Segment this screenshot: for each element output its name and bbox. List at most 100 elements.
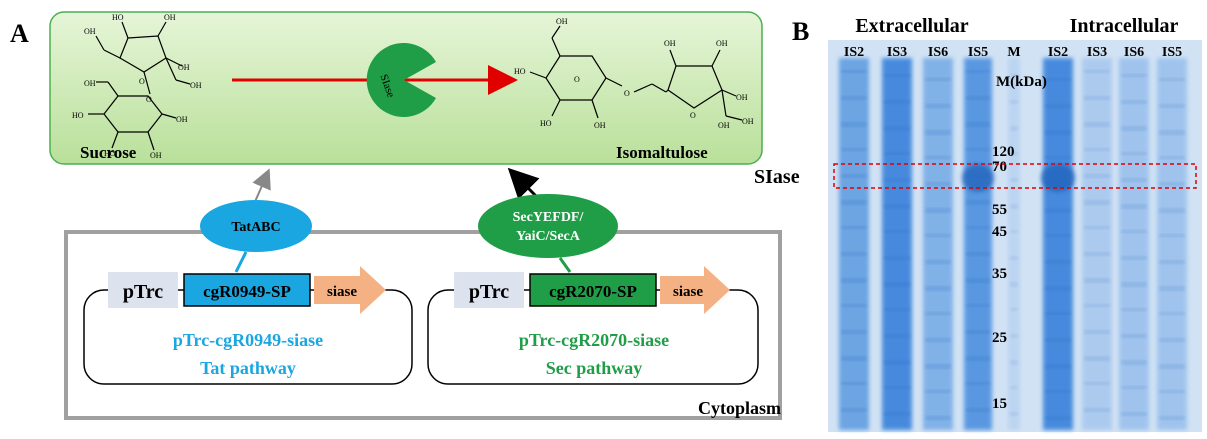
plasmid-right-signal: cgR2070-SP [549, 282, 637, 301]
isomaltulose-label: Isomaltulose [616, 143, 708, 162]
lane-label-1: IS2 [844, 45, 864, 60]
gel-band [966, 278, 990, 283]
gel-band [841, 408, 867, 412]
plasmid-left-name: pTrc-cgR0949-siase [173, 330, 323, 350]
sucrose-oh-3: OH [84, 27, 96, 36]
gel-band [1121, 334, 1147, 338]
gel-band [884, 308, 910, 311]
gel-band [925, 338, 951, 342]
gel-lane-5 [1008, 58, 1020, 430]
gel-band [841, 200, 867, 205]
plasmid-left-gene: siase [327, 284, 357, 300]
iso-oh-4: OH [594, 121, 606, 130]
iso-oh-9: OH [742, 117, 754, 126]
gel-band [925, 260, 951, 264]
lane-label-5: M [1007, 45, 1020, 60]
gel-band [884, 256, 910, 260]
gel-band [1159, 286, 1185, 291]
gel-band [1121, 256, 1147, 260]
gel-band [1121, 230, 1147, 233]
gel-band [1121, 126, 1147, 131]
sucrose-oh-6: OH [84, 79, 96, 88]
gel-band [1121, 308, 1147, 311]
gel-band [1010, 126, 1018, 131]
gel-band [884, 334, 910, 338]
gel-band [925, 364, 951, 369]
cytoplasm-label: Cytoplasm [698, 398, 781, 418]
gel-band [1084, 70, 1110, 73]
gel-band [1045, 78, 1071, 81]
iso-ring-o-3: O [690, 111, 696, 120]
gel-band [1045, 390, 1071, 393]
gel-band [1045, 312, 1071, 315]
sucrose-label: Sucrose [80, 143, 137, 162]
gel-band [841, 148, 867, 151]
gel-band [966, 122, 990, 127]
plasmid-right-name: pTrc-cgR2070-siase [519, 330, 669, 350]
iso-oh-6: OH [716, 39, 728, 48]
gel-band [1159, 208, 1185, 213]
sucrose-ring-o-1: O [139, 77, 145, 86]
gel-band [1010, 412, 1018, 416]
gel-band [1010, 152, 1018, 155]
gel-band [884, 230, 910, 233]
gel-lane-2 [882, 58, 912, 430]
gel-band [1010, 74, 1018, 77]
gel-band [966, 148, 990, 151]
gel-band [925, 312, 951, 315]
tatabc-transporter [200, 200, 312, 252]
gel-band [884, 100, 910, 104]
marker-label-120: 120 [992, 144, 1015, 160]
gel-band [1010, 230, 1018, 233]
siase-band-6 [1041, 164, 1075, 192]
gel-band [925, 390, 951, 393]
tatabc-label: TatABC [231, 220, 280, 235]
plasmid-right-pathway: Sec pathway [546, 358, 643, 378]
sec-label-line1: SecYEFDF/ [513, 210, 585, 225]
sucrose-oh-2: OH [164, 13, 176, 22]
gel-band [1045, 130, 1071, 135]
gel-band [884, 386, 910, 389]
gel-band [1045, 104, 1071, 108]
plasmid-left-signal-box [183, 273, 311, 307]
gel-band [1159, 260, 1185, 264]
gel-band [1084, 408, 1110, 412]
gel-band [1159, 312, 1185, 315]
sec-label-line2: YaiC/SecA [516, 229, 581, 244]
gel-band [925, 130, 951, 135]
gel-lane-1 [839, 58, 869, 430]
plasmid-right-gene-arrow [660, 266, 730, 314]
gel-band [1121, 360, 1147, 365]
gel-band [841, 96, 867, 100]
gel-band [841, 330, 867, 334]
gel-band [1010, 178, 1018, 182]
gel-lane-4 [964, 58, 992, 430]
gel-band [1159, 78, 1185, 81]
gel-band [1159, 156, 1185, 159]
gel-band [1010, 256, 1018, 260]
iso-ring-o-2: O [624, 89, 630, 98]
gel-band [925, 182, 951, 186]
gel-band [925, 208, 951, 213]
gel-band [1121, 412, 1147, 416]
gel-lane-6 [1043, 58, 1073, 430]
gel-band [1010, 360, 1018, 365]
gel-band [1010, 386, 1018, 389]
gel-band [1084, 122, 1110, 127]
gel-band [841, 304, 867, 307]
gel-band [841, 226, 867, 229]
gel-band [1159, 182, 1185, 186]
gel-band [1121, 282, 1147, 287]
gel-band [841, 356, 867, 361]
gel-band [966, 330, 990, 334]
gel-band [966, 356, 990, 361]
gel-band [925, 416, 951, 420]
gel-band [1045, 156, 1071, 159]
gel-band [966, 226, 990, 229]
iso-ring-o-1: O [574, 75, 580, 84]
gel-band [1045, 260, 1071, 264]
plasmid-right-promoter: pTrc [469, 281, 509, 303]
gel-band [1121, 100, 1147, 104]
siase-band-label: SIase [754, 166, 800, 188]
